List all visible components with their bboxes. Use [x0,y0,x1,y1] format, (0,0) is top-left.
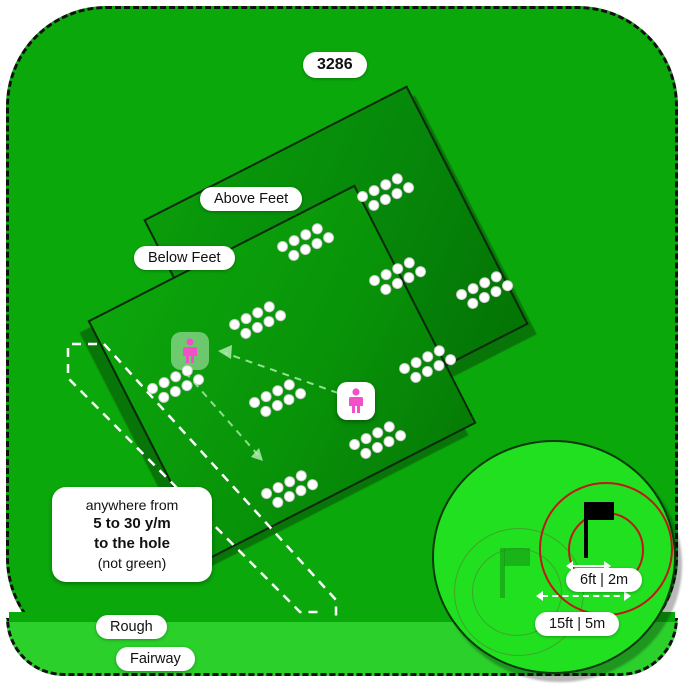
flag-icon [588,502,614,520]
player-marker-target[interactable] [337,382,375,420]
info-line-4: (not green) [97,555,167,572]
hole-number-badge: 3286 [303,52,367,78]
label-below-feet: Below Feet [134,246,235,270]
distance-info-card: anywhere from 5 to 30 y/m to the hole (n… [52,487,212,582]
label-distance-inner: 6ft | 2m [566,568,643,592]
measure-arrow-right-6ft [604,561,611,571]
info-line-2: 5 to 30 y/m [93,515,171,533]
info-line-1: anywhere from [85,497,179,513]
label-fairway: Fairway [116,647,195,671]
fairway-seam-mask [9,612,675,622]
label-rough: Rough [96,615,167,639]
measure-arrow-left-6ft [566,561,573,571]
person-icon [349,388,363,413]
label-distance-outer: 15ft | 5m [535,612,620,636]
measure-line-6ft [570,565,610,567]
player-marker-ghost[interactable] [171,332,209,370]
label-above-feet: Above Feet [200,187,303,211]
measure-arrow-right-15ft [624,591,631,601]
putting-green-inset [432,440,688,688]
info-line-3: to the hole [94,535,170,553]
person-ghost-icon [183,338,197,363]
measure-line-15ft [542,595,630,597]
flag-ghost-pole [500,548,505,598]
flag-ghost-icon [504,548,530,566]
flag-pole [584,502,588,558]
measure-arrow-left-15ft [536,591,543,601]
